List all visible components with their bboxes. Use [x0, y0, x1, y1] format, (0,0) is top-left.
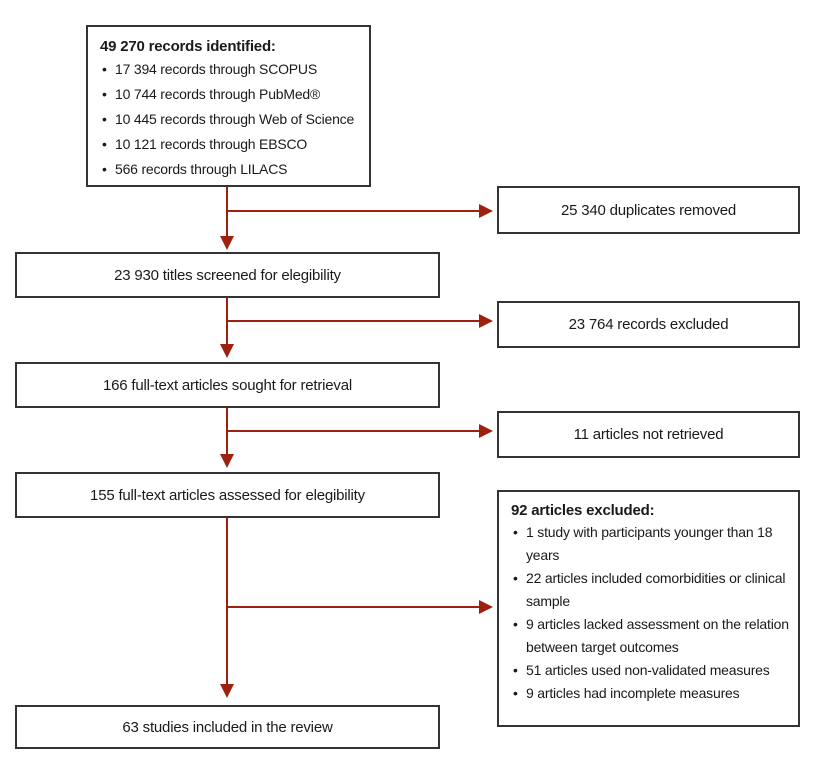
list-item: 17 394 records through SCOPUS	[100, 57, 361, 82]
duplicates-removed-label: 25 340 duplicates removed	[560, 201, 737, 219]
arrow-branch-duplicates-head-icon	[479, 204, 493, 218]
box-fulltext-sought: 166 full-text articles sought for retrie…	[15, 362, 440, 408]
articles-excluded-list: 1 study with participants younger than 1…	[511, 521, 792, 705]
fulltext-assessed-label: 155 full-text articles assessed for eleg…	[90, 486, 365, 504]
box-articles-not-retrieved: 11 articles not retrieved	[497, 411, 800, 458]
arrow-branch-articles-excluded-head-icon	[479, 600, 493, 614]
list-item: 566 records through LILACS	[100, 157, 361, 182]
list-item: 9 articles lacked assessment on the rela…	[511, 613, 792, 659]
list-item: 51 articles used non-validated measures	[511, 659, 792, 682]
articles-excluded-title: 92 articles excluded:	[511, 502, 655, 519]
list-item: 1 study with participants younger than 1…	[511, 521, 792, 567]
arrow-branch-duplicates-line	[227, 210, 479, 212]
arrow-branch-not-retrieved-head-icon	[479, 424, 493, 438]
arrow-branch-articles-excluded-line	[227, 606, 479, 608]
box-records-identified: 49 270 records identified: 17 394 record…	[86, 25, 371, 187]
arrow-assessed-to-included-head-icon	[220, 684, 234, 698]
fulltext-sought-label: 166 full-text articles sought for retrie…	[102, 376, 352, 394]
arrow-identified-to-screened-head-icon	[220, 236, 234, 250]
box-records-excluded: 23 764 records excluded	[497, 301, 800, 348]
box-titles-screened: 23 930 titles screened for elegibility	[15, 252, 440, 298]
arrow-sought-to-assessed-line	[226, 408, 228, 456]
records-identified-title: 49 270 records identified:	[100, 38, 276, 55]
records-identified-list: 17 394 records through SCOPUS10 744 reco…	[100, 57, 361, 182]
list-item: 22 articles included comorbidities or cl…	[511, 567, 792, 613]
arrow-assessed-to-included-line	[226, 518, 228, 686]
arrow-identified-to-screened-line	[226, 187, 228, 238]
box-articles-excluded: 92 articles excluded: 1 study with parti…	[497, 490, 800, 727]
list-item: 9 articles had incomplete measures	[511, 682, 792, 705]
box-studies-included: 63 studies included in the review	[15, 705, 440, 749]
arrow-screened-to-sought-line	[226, 298, 228, 346]
arrow-branch-records-excluded-head-icon	[479, 314, 493, 328]
list-item: 10 121 records through EBSCO	[100, 132, 361, 157]
arrow-branch-records-excluded-line	[227, 320, 479, 322]
list-item: 10 744 records through PubMed®	[100, 82, 361, 107]
box-duplicates-removed: 25 340 duplicates removed	[497, 186, 800, 234]
arrow-screened-to-sought-head-icon	[220, 344, 234, 358]
arrow-sought-to-assessed-head-icon	[220, 454, 234, 468]
arrow-branch-not-retrieved-line	[227, 430, 479, 432]
studies-included-label: 63 studies included in the review	[122, 718, 333, 736]
titles-screened-label: 23 930 titles screened for elegibility	[114, 266, 341, 284]
box-fulltext-assessed: 155 full-text articles assessed for eleg…	[15, 472, 440, 518]
list-item: 10 445 records through Web of Science	[100, 107, 361, 132]
articles-not-retrieved-label: 11 articles not retrieved	[573, 426, 724, 443]
records-excluded-label: 23 764 records excluded	[568, 316, 729, 333]
